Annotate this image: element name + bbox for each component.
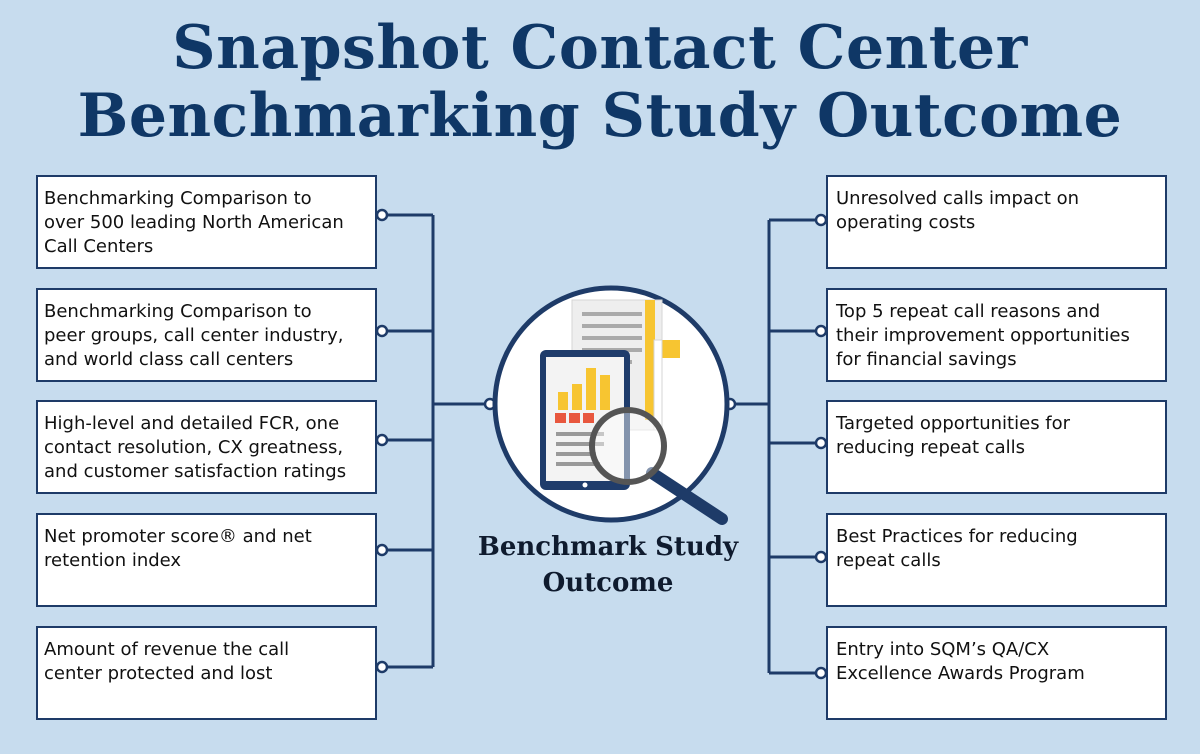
right-item-4-text: Best Practices for reducing repeat calls [836, 526, 1078, 571]
left-item-5-text: Amount of revenue the call center protec… [44, 639, 290, 684]
right-item-3: Targeted opportunities for reducing repe… [826, 400, 1167, 494]
left-item-4-text: Net promoter score® and net retention in… [44, 526, 312, 571]
left-item-1-text: Benchmarking Comparison to over 500 lead… [44, 188, 344, 257]
right-item-5-text: Entry into SQM’s QA/CX Excellence Awards… [836, 639, 1085, 684]
right-connector-dots [723, 213, 828, 680]
right-connectors [731, 218, 821, 675]
left-item-3-text: High-level and detailed FCR, one contact… [44, 413, 347, 482]
left-connectors [382, 213, 489, 669]
center-label-line-1: Benchmark Study [477, 532, 739, 562]
center-label-line-2: Outcome [542, 568, 674, 598]
right-item-3-text: Targeted opportunities for reducing repe… [836, 413, 1071, 458]
center-label: Benchmark Study Outcome [455, 529, 761, 601]
right-item-4: Best Practices for reducing repeat calls [826, 513, 1167, 607]
left-item-2-text: Benchmarking Comparison to peer groups, … [44, 301, 344, 370]
right-item-1: Unresolved calls impact on operating cos… [826, 175, 1167, 269]
right-item-1-text: Unresolved calls impact on operating cos… [836, 188, 1080, 233]
right-item-2: Top 5 repeat call reasons and their impr… [826, 288, 1167, 382]
left-item-5: Amount of revenue the call center protec… [36, 626, 377, 720]
left-connector-dots [375, 208, 497, 674]
magnifier [589, 407, 728, 525]
right-item-2-text: Top 5 repeat call reasons and their impr… [836, 301, 1130, 370]
page-title: Snapshot Contact Center Benchmarking Stu… [0, 14, 1200, 150]
title-line-1: Snapshot Contact Center [172, 13, 1028, 83]
left-item-3: High-level and detailed FCR, one contact… [36, 400, 377, 494]
right-item-5: Entry into SQM’s QA/CX Excellence Awards… [826, 626, 1167, 720]
tablet-chart [540, 350, 630, 490]
magnifying-glass-over-report-icon [492, 285, 730, 525]
left-item-1: Benchmarking Comparison to over 500 lead… [36, 175, 377, 269]
left-item-2: Benchmarking Comparison to peer groups, … [36, 288, 377, 382]
left-item-4: Net promoter score® and net retention in… [36, 513, 377, 607]
title-line-2: Benchmarking Study Outcome [77, 81, 1123, 151]
